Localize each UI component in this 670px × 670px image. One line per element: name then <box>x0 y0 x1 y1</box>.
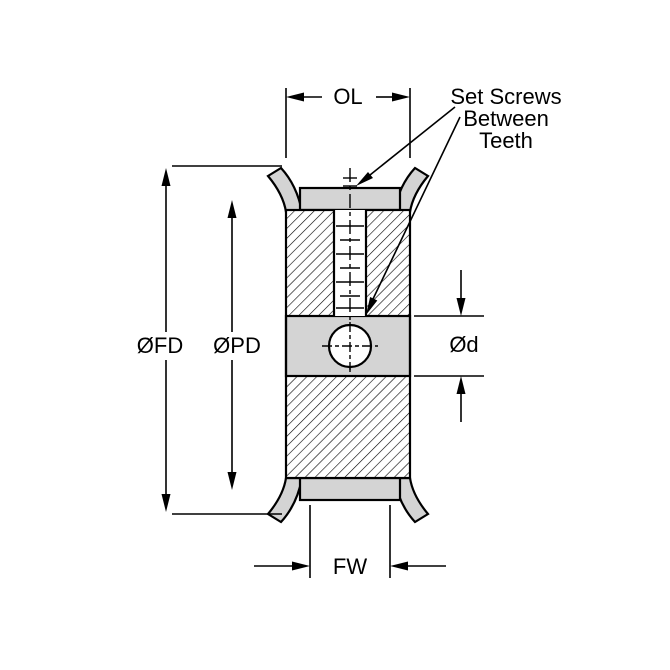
arrow-down-icon <box>161 494 171 512</box>
pulley-body <box>266 166 430 524</box>
arrow-up-icon <box>161 168 171 186</box>
leader-arrow-icon <box>366 297 378 315</box>
arrow-up-icon <box>456 376 466 394</box>
ol-label: OL <box>333 84 362 109</box>
dimension-ol: OL <box>285 84 411 158</box>
dimension-d: Ød <box>414 270 484 422</box>
set-screws-annotation: Set Screws Between Teeth <box>356 84 562 315</box>
arrow-up-icon <box>227 200 237 218</box>
fd-label: ØFD <box>137 333 183 358</box>
dimension-fw: FW <box>254 505 446 579</box>
annotation-line-3: Teeth <box>479 128 533 153</box>
annotation-line-2: Between <box>463 106 549 131</box>
arrow-left-icon <box>286 92 304 102</box>
arrow-left-icon <box>390 561 408 571</box>
fw-label: FW <box>333 554 367 579</box>
pd-label: ØPD <box>213 333 261 358</box>
arrow-down-icon <box>456 298 466 316</box>
hatched-sections <box>286 210 410 478</box>
arrow-right-icon <box>392 92 410 102</box>
d-label: Ød <box>449 332 478 357</box>
annotation-line-1: Set Screws <box>450 84 561 109</box>
dimension-fd: ØFD <box>137 165 282 515</box>
leader-arrow-icon <box>356 172 373 186</box>
bottom-cap <box>298 476 402 502</box>
arrow-down-icon <box>227 472 237 490</box>
flange-top-left-icon <box>266 166 304 214</box>
dimension-pd: ØPD <box>213 200 261 490</box>
flange-bottom-left-icon <box>266 476 304 524</box>
arrow-right-icon <box>292 561 310 571</box>
